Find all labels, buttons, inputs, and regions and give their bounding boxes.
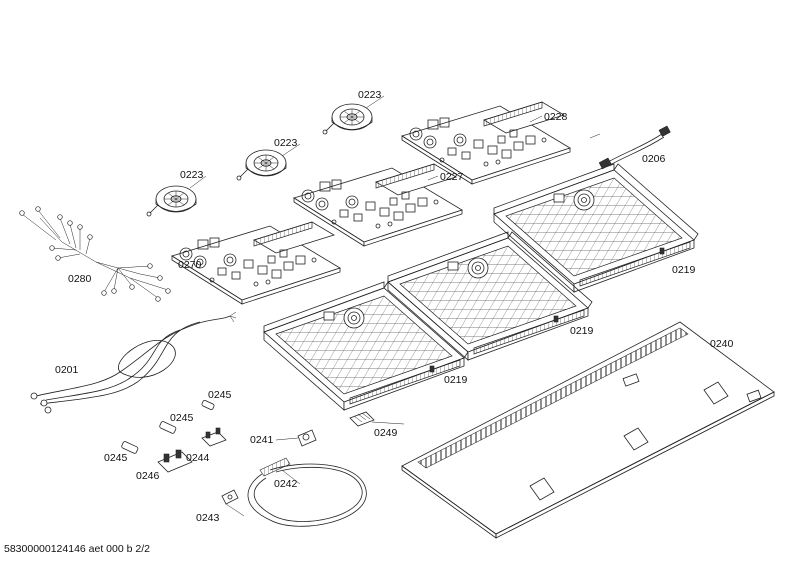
fuse-0245-top xyxy=(201,400,215,410)
label-0219-left: 0219 xyxy=(444,374,468,386)
label-0241: 0241 xyxy=(250,434,274,446)
label-0240: 0240 xyxy=(710,338,734,350)
label-0219-right: 0219 xyxy=(672,264,696,276)
drawing-number-footer: 58300000124146 aet 000 b 2/2 xyxy=(4,543,150,555)
label-0201: 0201 xyxy=(55,364,79,376)
cable-0242 xyxy=(247,457,367,527)
label-0245-left: 0245 xyxy=(104,452,128,464)
label-0246: 0246 xyxy=(136,470,160,482)
ceramic-glass-hob xyxy=(401,321,775,539)
fuse-0245-middle xyxy=(159,421,177,434)
cooling-fan-top xyxy=(322,103,373,135)
fuse-0245-left xyxy=(121,441,139,454)
label-0242: 0242 xyxy=(274,478,298,490)
label-0249: 0249 xyxy=(374,427,398,439)
label-0244: 0244 xyxy=(186,452,210,464)
cooling-fan-left xyxy=(146,185,197,217)
fuse-holder-0246 xyxy=(157,449,193,473)
connector-0243 xyxy=(221,489,239,505)
label-0270: 0270 xyxy=(178,259,202,271)
label-0223-top: 0223 xyxy=(358,89,382,101)
label-0243: 0243 xyxy=(196,512,220,524)
label-0223-middle: 0223 xyxy=(274,137,298,149)
label-0227: 0227 xyxy=(440,171,464,183)
label-0228: 0228 xyxy=(544,111,568,123)
power-cord-0201 xyxy=(30,311,237,414)
label-0206: 0206 xyxy=(642,153,666,165)
terminal-block-0249 xyxy=(349,411,375,427)
label-0245-top: 0245 xyxy=(208,389,232,401)
cable-clamp-0241 xyxy=(297,429,317,447)
wire-harness-0280 xyxy=(19,206,171,302)
label-0219-middle: 0219 xyxy=(570,325,594,337)
fuse-holder-0244 xyxy=(201,427,227,447)
label-0223-left: 0223 xyxy=(180,169,204,181)
ribbon-cable-0206 xyxy=(598,125,671,170)
cooling-fan-middle xyxy=(236,149,287,181)
label-0280: 0280 xyxy=(68,273,92,285)
label-0245-middle: 0245 xyxy=(170,412,194,424)
